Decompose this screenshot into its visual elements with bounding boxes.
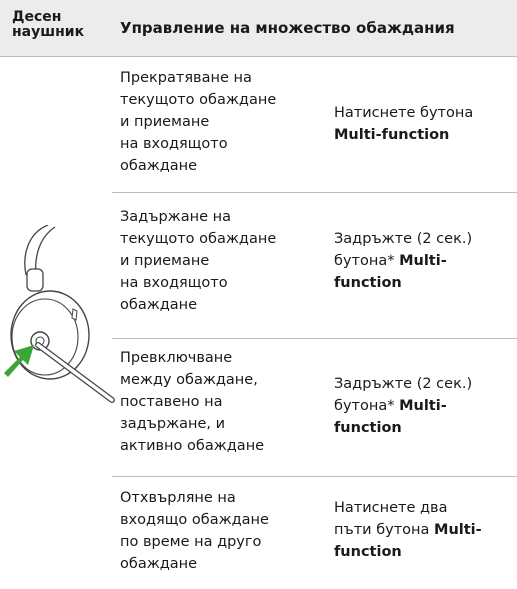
instruction-prefix: Задръжте (2 сек.) бутона*: [334, 376, 473, 414]
green-arrow-icon: [4, 345, 34, 377]
instruction-button: Multi-function: [334, 127, 450, 143]
headset-earcup-illustration: [4, 225, 115, 403]
instruction-prefix: Натиснете два пъти бутона: [334, 500, 448, 538]
table-row: Прекратяване на текущото обаждане и прие…: [112, 57, 517, 193]
table-row: Превключване между обаждане, поставено н…: [112, 339, 517, 477]
instruction-text: Натиснете бутона Multi-function: [334, 102, 512, 146]
instruction-prefix: Натиснете бутона: [334, 105, 474, 121]
header-multiple-calls: Управление на множество обаждания: [120, 19, 455, 37]
action-text: Отхвърляне на входящо обаждане по време …: [120, 490, 269, 572]
instruction-button: Multi- function: [334, 253, 447, 291]
action-text: Превключване между обаждане, поставено н…: [120, 350, 265, 454]
table-row: Задържане на текущото обаждане и приеман…: [112, 193, 517, 339]
instruction-button: Multi- function: [334, 522, 482, 560]
instruction-prefix: Задръжте (2 сек.) бутона*: [334, 231, 473, 269]
action-text: Задържане на текущото обаждане и приеман…: [120, 209, 277, 313]
instruction-text: Натиснете два пъти бутона Multi- functio…: [334, 497, 512, 563]
table-header: Десен наушник Управление на множество об…: [0, 0, 517, 57]
instruction-button: Multi- function: [334, 398, 447, 436]
instruction-text: Задръжте (2 сек.) бутона* Multi- functio…: [334, 228, 512, 294]
header-right-earcup: Десен наушник: [12, 9, 85, 40]
table-row: Отхвърляне на входящо обаждане по време …: [112, 477, 517, 589]
action-text: Прекратяване на текущото обаждане и прие…: [120, 70, 277, 174]
instruction-text: Задръжте (2 сек.) бутона* Multi- functio…: [334, 373, 512, 439]
